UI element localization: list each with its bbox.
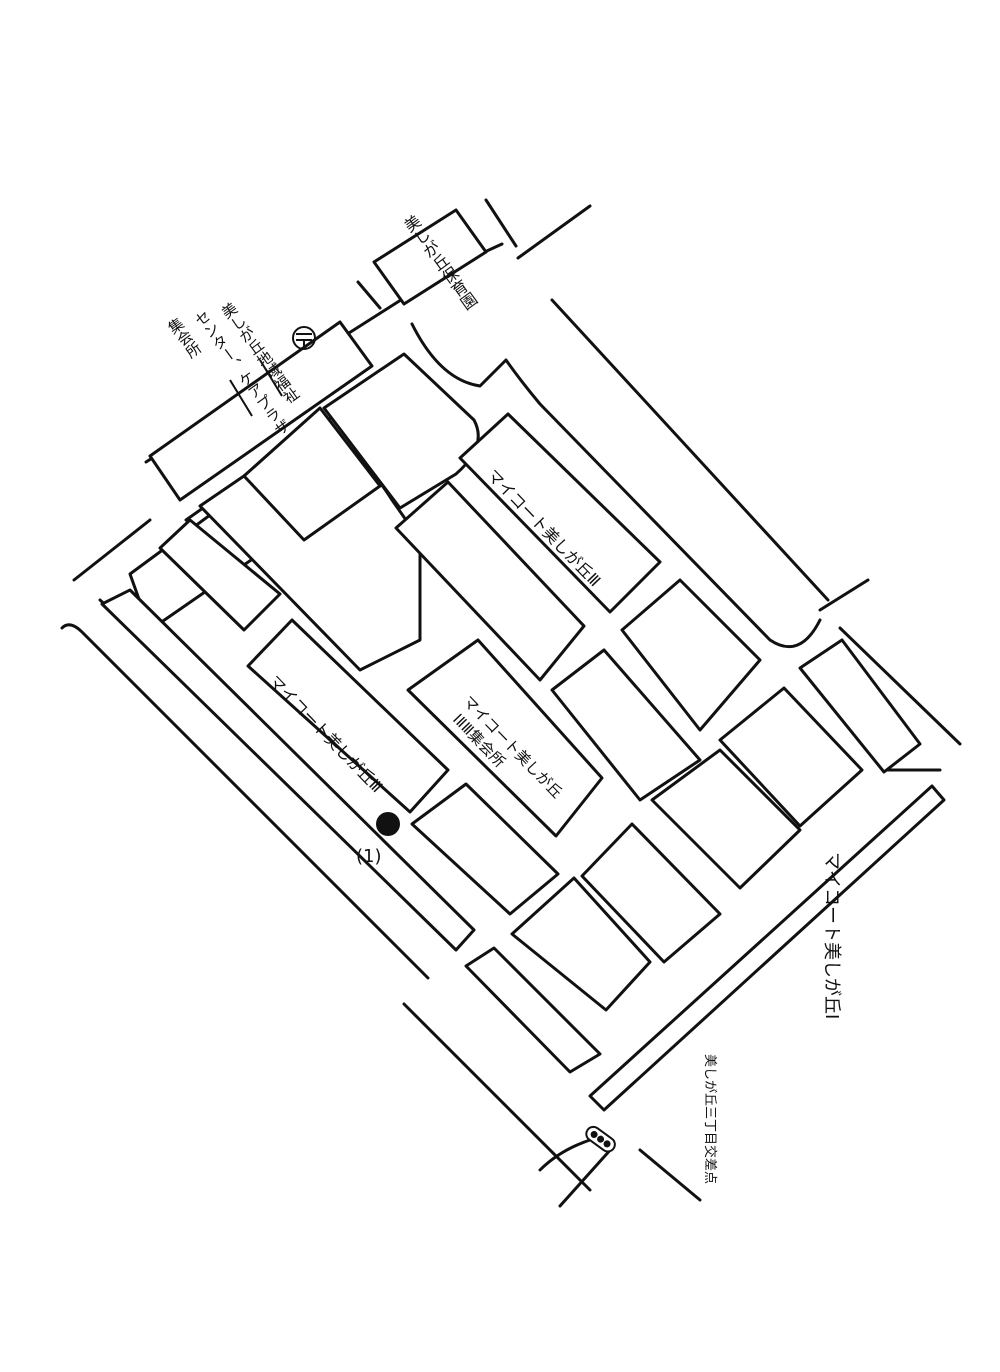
label-point-marker: (1): [356, 846, 382, 867]
road-north-top: [484, 198, 518, 248]
road-north-top2: [516, 204, 592, 260]
blocks: [100, 208, 946, 1112]
road-southeast-edge2: [638, 1148, 702, 1202]
label-intersection: 美しが丘三丁目交差点: [702, 1054, 718, 1184]
block-mid-1: [620, 578, 762, 732]
road-north-branch: [356, 280, 382, 310]
road-curve-top: [410, 322, 822, 649]
block-mid-2: [550, 648, 702, 802]
block-apt-iii-mid: [394, 480, 586, 682]
block-apt-iii-bottom: [246, 618, 450, 814]
block-nw-2: [158, 518, 282, 632]
block-meeting-hall: [406, 638, 604, 838]
block-welfare-inner: [229, 379, 253, 417]
block-nursery: [372, 208, 488, 306]
block-mid-4: [650, 748, 802, 890]
block-apt-iii-top: [458, 412, 662, 614]
road-southwest-edge: [60, 623, 430, 980]
road-north-outer: [72, 518, 152, 582]
location-dot-icon: [376, 812, 400, 836]
block-low-1: [410, 782, 560, 916]
road-south-lower-edge: [402, 1002, 592, 1192]
block-mid-3: [718, 686, 864, 828]
block-low-3: [510, 876, 652, 1012]
road-southeast-edge: [558, 1146, 614, 1208]
block-welfare-center: [148, 320, 374, 502]
label-apt-i: マイコート美しが丘Ⅰ: [821, 852, 842, 1019]
road-east-branch2: [838, 626, 962, 746]
road-east-branch: [818, 578, 870, 612]
block-mid-5: [798, 638, 922, 774]
road-east-outer: [550, 298, 830, 602]
block-apt-i: [588, 784, 946, 1112]
traffic-light-icon: [585, 1125, 616, 1153]
road-south-lower-edge2: [538, 1138, 592, 1172]
block-nw-4: [242, 406, 382, 542]
block-sw-long: [100, 588, 476, 952]
block-low-2: [580, 822, 722, 964]
block-low-4: [464, 946, 602, 1074]
post-office-icon: [292, 326, 316, 350]
block-welfare-inner2: [259, 359, 283, 397]
